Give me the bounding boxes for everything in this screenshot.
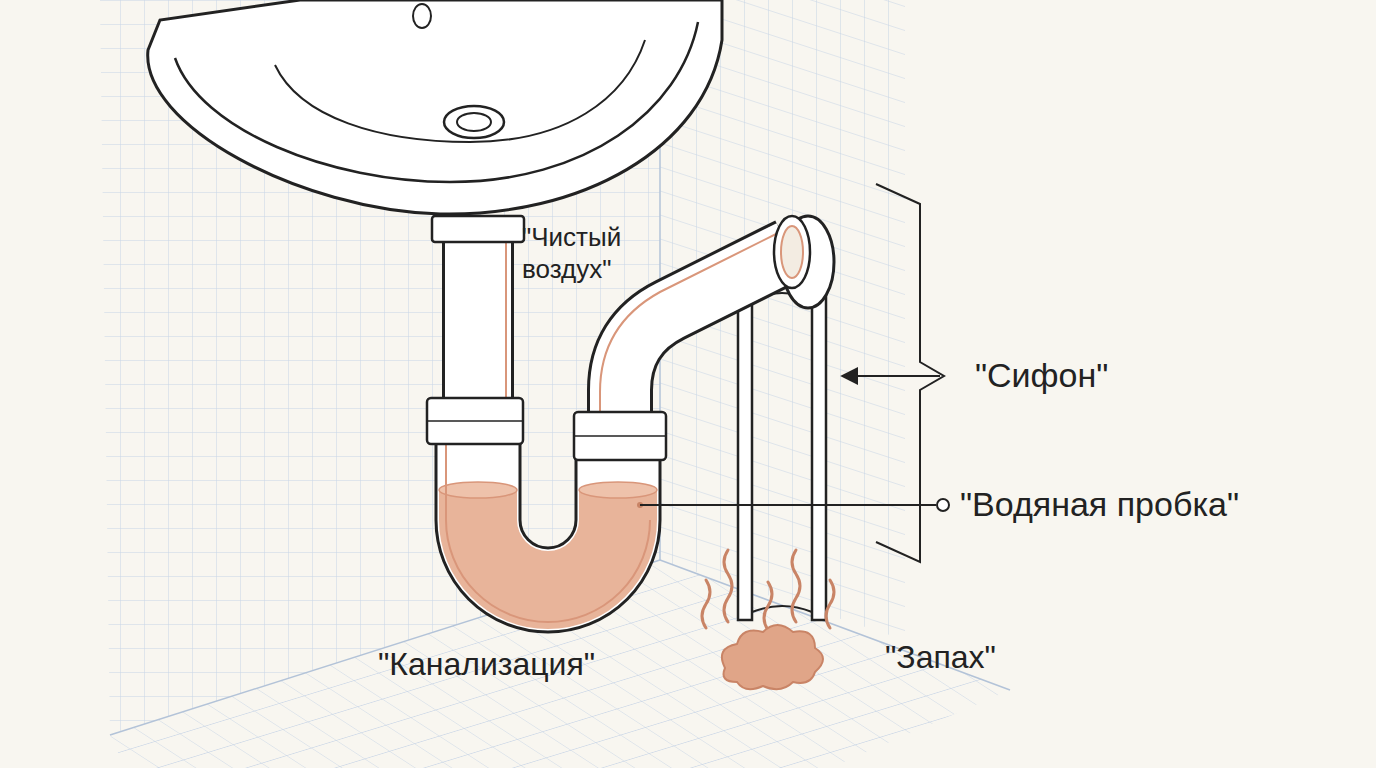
- sink-rim: [175, 22, 698, 182]
- water-surface: [579, 482, 657, 498]
- u-trap: [436, 440, 660, 632]
- smell-waves: [702, 550, 834, 630]
- overflow-hole: [413, 4, 431, 28]
- sewer-pipe-wall: [738, 268, 752, 620]
- pipe-inner-line: [505, 235, 507, 420]
- pipe-opening: [781, 226, 803, 278]
- sewer-pipe-opening: [752, 606, 812, 612]
- sink-drain: [444, 106, 504, 138]
- smell-wave: [764, 582, 772, 630]
- siphon-label: "Сифон": [975, 355, 1108, 396]
- water-seal: [439, 490, 657, 629]
- smell-wave: [702, 580, 710, 628]
- pipe-nut: [574, 412, 666, 460]
- leader-line: [640, 504, 936, 506]
- siphon-arrow: [842, 375, 940, 377]
- pipe-opening: [774, 216, 810, 288]
- smell-wave: [792, 550, 800, 622]
- air-label: "Чистый воздух": [522, 222, 662, 285]
- water-surface: [439, 482, 517, 498]
- sink-drain: [457, 113, 491, 131]
- sink-bowl: [275, 40, 645, 142]
- pipe-nut: [427, 420, 523, 422]
- water-seal-label: "Водяная пробка": [960, 484, 1239, 525]
- smell-label: "Запах": [885, 638, 996, 677]
- smell-cloud: [722, 625, 823, 689]
- pipe-nut: [427, 398, 523, 444]
- pipe-inner-line: [600, 232, 780, 430]
- leader-end: [937, 499, 949, 511]
- smell-wave: [826, 580, 834, 628]
- smell-wave: [724, 550, 732, 622]
- sink-basin: [148, 0, 722, 214]
- sewer-label: "Канализация": [378, 645, 595, 684]
- pipe-nut: [574, 435, 666, 437]
- pipe-inner-line: [446, 445, 650, 622]
- sewer-pipe-wall: [812, 268, 826, 620]
- floor-edge: [660, 560, 1010, 690]
- pipe-nut: [432, 216, 524, 242]
